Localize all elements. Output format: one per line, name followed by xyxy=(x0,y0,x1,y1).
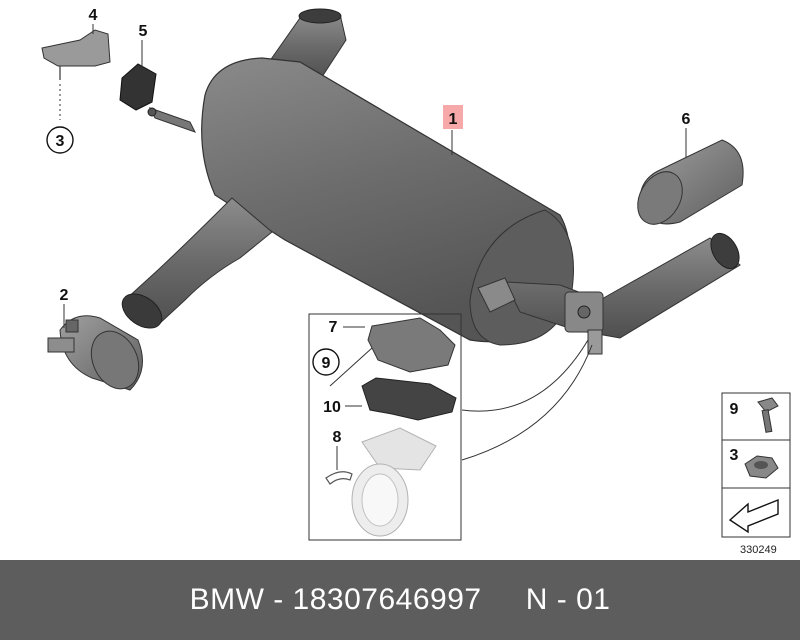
flap-valve-bracket xyxy=(587,329,603,355)
callout-5: 5 xyxy=(139,23,148,40)
tailpipe-trim-6-opening xyxy=(637,171,683,225)
exploded-parts-diagram: 1 2 3 4 5 6 7 8 9 10 9 3 330249 xyxy=(41,7,791,556)
legend-box: 9 3 xyxy=(721,392,791,538)
callout-9: 9 xyxy=(322,355,331,372)
callout-1: 1 xyxy=(449,111,458,128)
callout-3-circle: 3 xyxy=(46,126,74,154)
leader-line-lower xyxy=(461,344,593,461)
detail-box xyxy=(308,313,462,541)
callout-4: 4 xyxy=(89,7,98,24)
clamp-part-2 xyxy=(47,315,143,391)
footer-bar: BMW - 18307646997 N - 01 xyxy=(0,560,800,640)
callout-1-highlight xyxy=(443,105,463,129)
rubber-mount-5-shape xyxy=(119,63,157,111)
clamp-2-bolt xyxy=(47,337,75,353)
flap-part-8 xyxy=(325,427,437,537)
outlet-pipe xyxy=(504,237,741,339)
image-id: 330249 xyxy=(740,544,777,556)
endcap-hanger xyxy=(477,277,516,313)
callout-10: 10 xyxy=(323,399,341,416)
inlet-pipe-lower-opening xyxy=(121,293,163,329)
legend-item-9-label: 9 xyxy=(730,401,739,418)
clamp-2-nut xyxy=(65,319,79,333)
inlet-pipe-opening xyxy=(298,8,342,24)
mount-stud xyxy=(149,107,196,133)
leader-line-upper xyxy=(461,339,589,412)
callout-9-circle: 9 xyxy=(312,348,340,376)
bracket-4-shape xyxy=(41,29,111,67)
flap-valve-pivot xyxy=(577,305,591,319)
bracket-part-4 xyxy=(41,29,111,80)
callout-6: 6 xyxy=(682,111,691,128)
tailpipe-trim-part-6 xyxy=(637,139,744,225)
callout-2: 2 xyxy=(60,287,69,304)
legend-item-3-label: 3 xyxy=(730,447,739,464)
part-number-text: BMW - 18307646997 N - 01 xyxy=(189,583,611,616)
actuator-part-7 xyxy=(367,317,456,373)
callout-3: 3 xyxy=(56,133,65,150)
bracket-part-10 xyxy=(361,377,457,421)
bolt-icon xyxy=(757,397,779,433)
clamp-2-opening xyxy=(90,330,140,390)
callout-8: 8 xyxy=(333,429,342,446)
rear-silencer xyxy=(121,8,741,355)
rubber-mount-part-5 xyxy=(119,63,157,111)
arrow-icon xyxy=(728,498,779,534)
callout-7: 7 xyxy=(329,319,338,336)
outlet-pipe-opening xyxy=(710,232,740,270)
mount-stud-head xyxy=(147,107,157,117)
nut-icon xyxy=(744,455,779,479)
